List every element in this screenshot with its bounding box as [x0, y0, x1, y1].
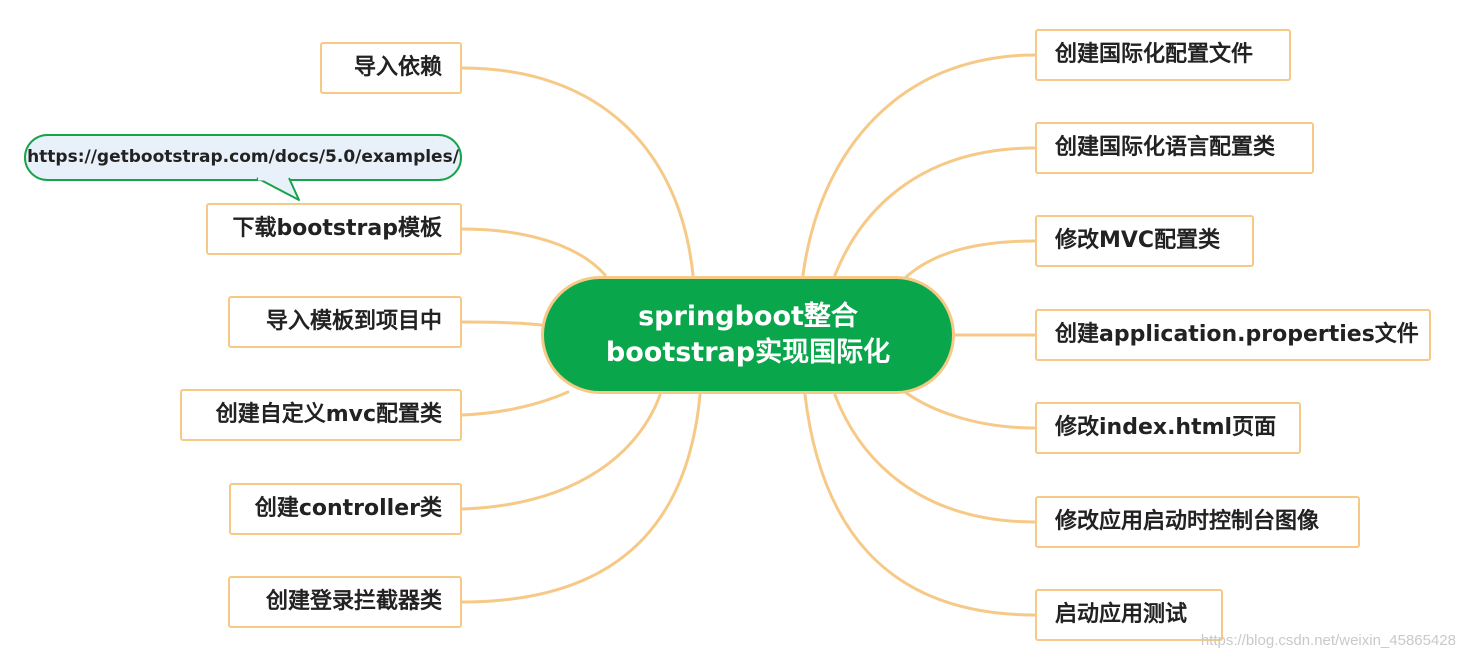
topic-create-login-interceptor[interactable]: 创建登录拦截器类	[228, 576, 462, 628]
link-right-7	[803, 393, 1037, 617]
link-right-6	[833, 393, 1037, 524]
topic-label: 启动应用测试	[1055, 602, 1188, 627]
topic-label: 创建国际化配置文件	[1055, 42, 1254, 67]
topic-import-dependencies[interactable]: 导入依赖	[320, 42, 462, 94]
link-left-6	[460, 393, 702, 604]
url-callout-text: https://getbootstrap.com/docs/5.0/exampl…	[27, 147, 459, 167]
link-left-5	[460, 393, 662, 511]
url-callout: https://getbootstrap.com/docs/5.0/exampl…	[24, 134, 462, 181]
link-right-3	[903, 239, 1037, 280]
link-right-2	[833, 146, 1037, 277]
link-left-2	[460, 227, 607, 277]
link-left-3	[460, 320, 543, 327]
topic-create-custom-mvc-config[interactable]: 创建自定义mvc配置类	[180, 389, 462, 441]
callout-tail	[256, 177, 300, 201]
topic-create-controller-class[interactable]: 创建controller类	[229, 483, 462, 535]
topic-label: 导入模板到项目中	[265, 309, 442, 334]
link-left-4	[460, 390, 570, 417]
central-topic-line2: bootstrap实现国际化	[605, 337, 891, 368]
central-topic[interactable]: springboot整合 bootstrap实现国际化	[541, 276, 955, 394]
topic-label: 创建controller类	[254, 496, 442, 521]
topic-import-template-to-project[interactable]: 导入模板到项目中	[228, 296, 462, 348]
topic-label: 修改index.html页面	[1055, 415, 1277, 440]
topic-modify-mvc-config-class[interactable]: 修改MVC配置类	[1035, 215, 1254, 267]
central-topic-line1: springboot整合	[638, 301, 858, 332]
topic-create-i18n-config-file[interactable]: 创建国际化配置文件	[1035, 29, 1291, 81]
topic-label: 下载bootstrap模板	[232, 216, 442, 241]
link-right-1	[801, 53, 1037, 277]
topic-label: 创建自定义mvc配置类	[215, 402, 442, 427]
topic-label: 创建登录拦截器类	[265, 589, 442, 614]
topic-label: 创建application.properties文件	[1055, 322, 1419, 347]
topic-modify-index-html[interactable]: 修改index.html页面	[1035, 402, 1301, 454]
topic-label: 修改应用启动时控制台图像	[1055, 509, 1320, 534]
topic-label: 导入依赖	[353, 55, 442, 80]
watermark: https://blog.csdn.net/weixin_45865428	[1200, 632, 1456, 649]
topic-create-i18n-locale-config-class[interactable]: 创建国际化语言配置类	[1035, 122, 1314, 174]
link-left-1	[460, 66, 695, 277]
topic-create-application-properties[interactable]: 创建application.properties文件	[1035, 309, 1431, 361]
topic-modify-startup-console-banner[interactable]: 修改应用启动时控制台图像	[1035, 496, 1360, 548]
topic-download-bootstrap-template[interactable]: 下载bootstrap模板	[206, 203, 462, 255]
topic-label: 修改MVC配置类	[1055, 228, 1221, 253]
link-right-5	[903, 390, 1037, 430]
topic-run-application-test[interactable]: 启动应用测试	[1035, 589, 1223, 641]
topic-label: 创建国际化语言配置类	[1055, 135, 1276, 160]
